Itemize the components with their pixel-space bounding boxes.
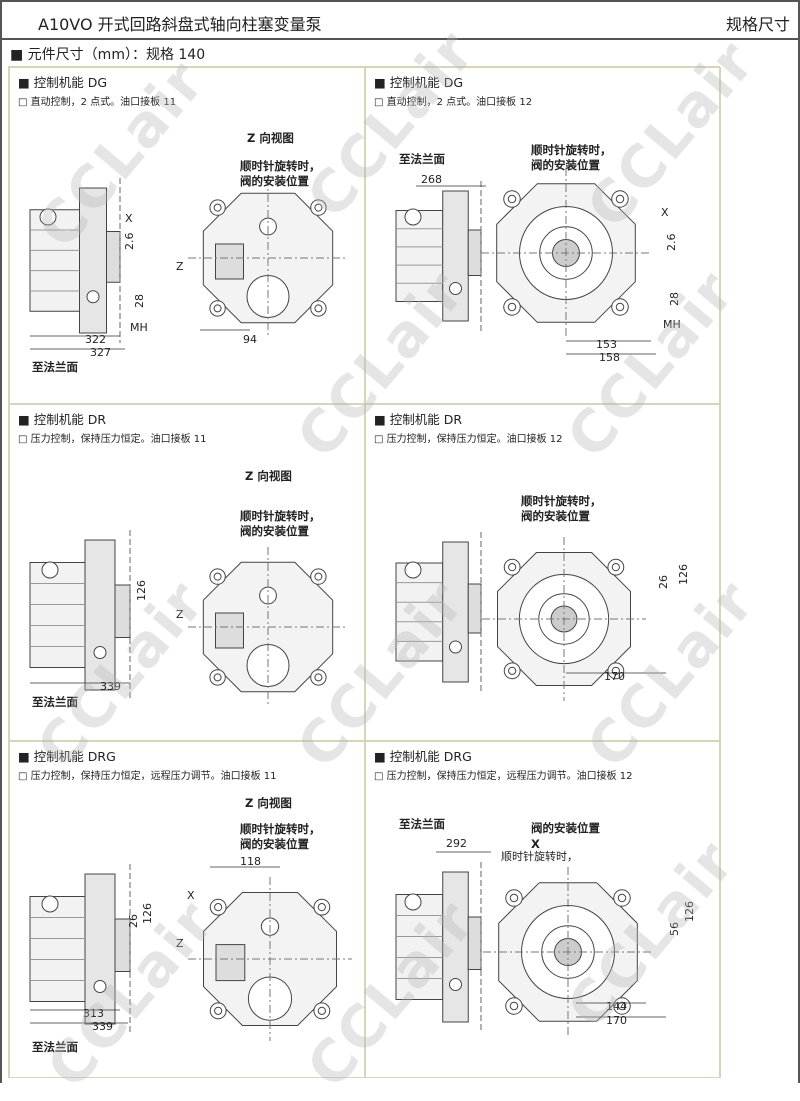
dimension-label: 268 (421, 173, 442, 186)
drawing-cell: ■ 控制机能 DR □ 压力控制，保持压力恒定。油口接板 12 顺时针旋转时，阀的安… (365, 404, 721, 741)
dimension-label: 322 (85, 333, 106, 346)
dimension-label: 170 (604, 670, 625, 683)
dimension-label: 顺时针旋转时， (240, 822, 321, 836)
technical-drawing (29, 864, 352, 1041)
control-function-title: ■ 控制机能 DR (374, 412, 463, 427)
control-function-title: ■ 控制机能 DR (18, 412, 107, 427)
control-function-description: □ 压力控制，保持压力恒定。油口接板 11 (18, 434, 207, 445)
control-function-description: □ 直动控制，2 点式。油口接板 11 (18, 97, 177, 108)
control-function-description: □ 直动控制，2 点式。油口接板 12 (374, 97, 533, 108)
header-right-label: 规格尺寸 (725, 15, 790, 34)
dimension-label: Z (176, 608, 184, 621)
control-function-title: ■ 控制机能 DRG (374, 749, 472, 764)
dimension-label: 至法兰面 (32, 360, 78, 374)
dimension-label: 顺时针旋转时， (531, 143, 612, 157)
dimension-label: 至法兰面 (399, 152, 445, 166)
dimension-label: 顺时针旋转时， (521, 494, 602, 508)
dimension-label: 118 (240, 855, 261, 868)
dimension-label: 158 (599, 351, 620, 364)
dimension-label: 144 (606, 1000, 627, 1013)
dimension-label: MH (130, 321, 148, 334)
dimension-label: Z (176, 937, 184, 950)
control-function-description: □ 压力控制，保持压力恒定，远程压力调节。油口接板 12 (374, 771, 633, 782)
technical-drawing (395, 851, 666, 1037)
front-view (482, 537, 646, 701)
drawing-cell: ■ 控制机能 DR □ 压力控制，保持压力恒定。油口接板 11 Z 向视图顺时针旋转… (9, 404, 365, 741)
front-view (483, 867, 653, 1037)
technical-drawing (395, 532, 666, 701)
side-view (29, 178, 121, 343)
dimension-label: 153 (596, 338, 617, 351)
dimension-label: 126 (135, 580, 148, 601)
dimension-label: 313 (83, 1007, 104, 1020)
dimension-label: X (187, 889, 195, 902)
dimension-label: X (531, 837, 540, 851)
dimension-label: 126 (677, 564, 690, 585)
control-function-title: ■ 控制机能 DRG (18, 749, 116, 764)
side-view (395, 532, 482, 692)
dimension-label: 28 (668, 292, 681, 306)
control-function-title: ■ 控制机能 DG (374, 75, 464, 90)
control-function-description: □ 压力控制，保持压力恒定，远程压力调节。油口接板 11 (18, 771, 277, 782)
dimension-label: X (125, 212, 133, 225)
page-title: A10VO 开式回路斜盘式轴向柱塞变量泵 (38, 15, 322, 34)
dimension-label: Z 向视图 (247, 131, 294, 145)
front-view (188, 547, 348, 707)
dimension-label: 28 (133, 294, 146, 308)
dimension-label: 至法兰面 (399, 817, 445, 831)
side-view (395, 862, 482, 1032)
side-view (29, 864, 131, 1034)
dimension-label: 339 (92, 1020, 113, 1033)
technical-drawing (395, 168, 656, 355)
dimension-label: Z 向视图 (245, 796, 292, 810)
dimension-label: 339 (100, 680, 121, 693)
dimension-label: 292 (446, 837, 467, 850)
dimension-label: 至法兰面 (32, 695, 78, 709)
dimension-label: 阀的安装位置 (240, 174, 309, 188)
dimension-label: X (661, 206, 669, 219)
dimension-label: 126 (683, 901, 696, 922)
dimension-label: 126 (141, 903, 154, 924)
dimension-label: 94 (243, 333, 257, 346)
dimension-label: Z 向视图 (245, 469, 292, 483)
dimension-label: Z (176, 260, 184, 273)
dimension-label: 阀的安装位置 (521, 509, 590, 523)
page-header: A10VO 开式回路斜盘式轴向柱塞变量泵 规格尺寸 (0, 0, 800, 40)
drawing-cell: ■ 控制机能 DG □ 直动控制，2 点式。油口接板 11 Z 向视图顺时针旋转时，… (9, 67, 365, 404)
drawing-cell: ■ 控制机能 DRG □ 压力控制，保持压力恒定，远程压力调节。油口接板 11 Z … (9, 741, 365, 1078)
dimension-label: 327 (90, 346, 111, 359)
side-view (395, 181, 482, 331)
section-title: ■ 元件尺寸（mm）：规格 140 (10, 47, 206, 63)
technical-drawing (29, 530, 348, 707)
dimension-label: 顺时针旋转时， (501, 850, 578, 863)
drawing-cell: ■ 控制机能 DRG □ 压力控制，保持压力恒定，远程压力调节。油口接板 12 至法… (365, 741, 721, 1078)
control-function-description: □ 压力控制，保持压力恒定。油口接板 12 (374, 434, 563, 445)
dimension-label: 2.6 (665, 233, 678, 252)
dimension-label: 顺时针旋转时， (240, 509, 321, 523)
dimension-label: 26 (127, 914, 140, 928)
technical-drawing (29, 178, 348, 350)
dimension-label: 56 (668, 922, 681, 936)
front-view (188, 877, 352, 1041)
dimension-label: 170 (606, 1014, 627, 1027)
drawing-cell: ■ 控制机能 DG □ 直动控制，2 点式。油口接板 12 至法兰面 268 顺时针旋转… (365, 67, 721, 404)
dimension-label: 顺时针旋转时， (240, 159, 321, 173)
dimension-label: 阀的安装位置 (240, 837, 309, 851)
dimension-label: MH (663, 318, 681, 331)
dimension-label: 阀的安装位置 (531, 821, 600, 835)
dimension-label: 26 (657, 575, 670, 589)
front-view (188, 178, 348, 338)
dimension-label: 2.6 (123, 232, 136, 251)
dimension-label: 至法兰面 (32, 1040, 78, 1054)
dimension-label: 阀的安装位置 (240, 524, 309, 538)
front-view (481, 168, 651, 338)
control-function-title: ■ 控制机能 DG (18, 75, 108, 90)
dimension-label: 阀的安装位置 (531, 158, 600, 172)
side-view (29, 530, 131, 700)
